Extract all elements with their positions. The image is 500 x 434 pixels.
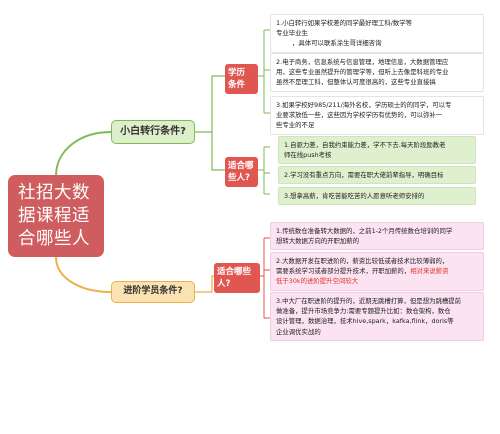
branch-advanced-conditions[interactable]: 进阶学员条件? <box>111 281 195 303</box>
leaf-line: 3.中大厂在职进阶的提升的，近期无跳槽打算，但是想为跳槽提前 <box>276 297 462 305</box>
tag-suitable-beginner[interactable]: 适合哪 些人? <box>225 157 258 187</box>
tag-education[interactable]: 学历 条件 <box>225 64 258 94</box>
tag-education-line-2: 条件 <box>228 80 246 90</box>
leaf-line: 1.小白转行如果学校差的同学最好理工科/数学等 <box>276 19 413 27</box>
leaf-highlight-text: 相对来说薪资 <box>410 267 449 276</box>
tag-suitable-beginner-line-1: 适合哪 <box>228 161 254 171</box>
leaf-line: 些专业的不足 <box>276 121 315 130</box>
leaf-line: 需要系统学习或者部分提升技术，开职加薪的，相对来说薪资 <box>276 266 478 276</box>
tag-suitable-advanced[interactable]: 适合哪些 人? <box>214 263 260 293</box>
leaf-line: 3.如果学校好985/211/海外名校，学历硕士的的同学，可以专 <box>276 101 452 109</box>
leaf-text: 需要系统学习或者部分提升技术，开职加薪的， <box>276 267 411 276</box>
tag-suitable-beginner-line-2: 些人? <box>228 173 250 183</box>
tag2-leaves-line <box>258 146 270 195</box>
leaf-education-1[interactable]: 1.小白转行如果学校差的同学最好理工科/数学等 专业毕业生 ，具体可以联系涂生哥… <box>270 14 484 53</box>
tag3-leaves-line <box>260 237 270 319</box>
leaf-beginner-1[interactable]: 1.自驱力差，自我约束能力差，学不下去.每天阶段励教老 师在线push考核 <box>278 136 476 165</box>
tag1-leaves-line <box>258 29 270 114</box>
leaf-education-2[interactable]: 2.电子商务，信息系统与信息管理，地理信息，大数据管理应 用，这些专业虽然提升的… <box>270 53 484 92</box>
tag-suitable-advanced-line-1: 适合哪些 <box>217 267 252 277</box>
leaf-line: 1.自驱力差，自我约束能力差，学不下去.每天阶段励教老 <box>284 141 446 149</box>
leaf-line: 2.电子商务，信息系统与信息管理，地理信息，大数据管理应 <box>276 58 449 66</box>
leaf-line: 2.学习没有重点方向，需要在职大佬前辈指导，明确目标 <box>284 171 444 179</box>
root-to-branch2-line <box>55 256 112 293</box>
leaf-line: 设计管理，数据治理，技术hive,spark，kafka,flink，doris… <box>276 317 454 326</box>
leaf-line: 2.大数据开发在职进阶的，薪资比较低或者技术比较薄弱的， <box>276 257 449 265</box>
leaf-line: 做准备，提升市场竞争力:需要专题提升比如：数仓架构，数仓 <box>276 307 451 316</box>
leaf-line: 低于30k的进阶提升空间较大 <box>276 277 359 286</box>
leaf-line: 用，这些专业虽然提升的管理学等，但听上去像是科班的专业 <box>276 68 449 77</box>
root-node[interactable]: 社招大数 据课程适 合哪些人 <box>8 175 104 257</box>
root-to-branch1-line <box>55 131 112 177</box>
leaf-education-3[interactable]: 3.如果学校好985/211/海外名校，学历硕士的的同学，可以专 业要求放低一些… <box>270 96 484 135</box>
leaf-advanced-2[interactable]: 2.大数据开发在职进阶的，薪资比较低或者技术比较薄弱的， 需要系统学习或者部分提… <box>270 252 484 291</box>
leaf-line: 专业毕业生 <box>276 29 308 38</box>
leaf-line: 想转大数据方向的开职加薪的 <box>276 237 360 246</box>
root-line-3: 合哪些人 <box>18 229 90 249</box>
leaf-line: 师在线push考核 <box>284 151 332 160</box>
leaf-advanced-3[interactable]: 3.中大厂在职进阶的提升的，近期无跳槽打算，但是想为跳槽提前 做准备，提升市场竞… <box>270 292 484 341</box>
leaf-line: ，具体可以联系涂生哥详细咨询 <box>292 39 382 48</box>
root-line-1: 社招大数 <box>18 183 90 203</box>
leaf-line: 1.传统数仓准备转大数据的，之前1-2个月传统数仓培训的同学 <box>276 227 453 235</box>
branch-beginner-conditions[interactable]: 小白转行条件? <box>111 120 195 144</box>
leaf-beginner-3[interactable]: 3.想拿高薪，肯吃苦能吃苦的人愿意听老师安排的 <box>278 187 476 206</box>
leaf-beginner-2[interactable]: 2.学习没有重点方向，需要在职大佬前辈指导，明确目标 <box>278 166 476 185</box>
tag-suitable-advanced-line-2: 人? <box>217 279 231 289</box>
leaf-line: 业要求放低一些，这些因为学校学历有优势的，可以弥补一 <box>276 111 443 120</box>
branch1-to-tag2-line <box>211 132 225 171</box>
root-line-2: 据课程适 <box>18 206 90 226</box>
leaf-line: 3.想拿高薪，肯吃苦能吃苦的人愿意听老师安排的 <box>284 192 425 200</box>
tag-education-line-1: 学历 <box>228 68 246 78</box>
leaf-line: 企业调优实战的 <box>276 327 321 336</box>
leaf-line: 虽然不是理工科，但整体认可度很高的，这些专业直接搞 <box>276 78 436 87</box>
branch1-to-tag1-line <box>195 75 225 133</box>
leaf-advanced-1[interactable]: 1.传统数仓准备转大数据的，之前1-2个月传统数仓培训的同学 想转大数据方向的开… <box>270 222 484 251</box>
